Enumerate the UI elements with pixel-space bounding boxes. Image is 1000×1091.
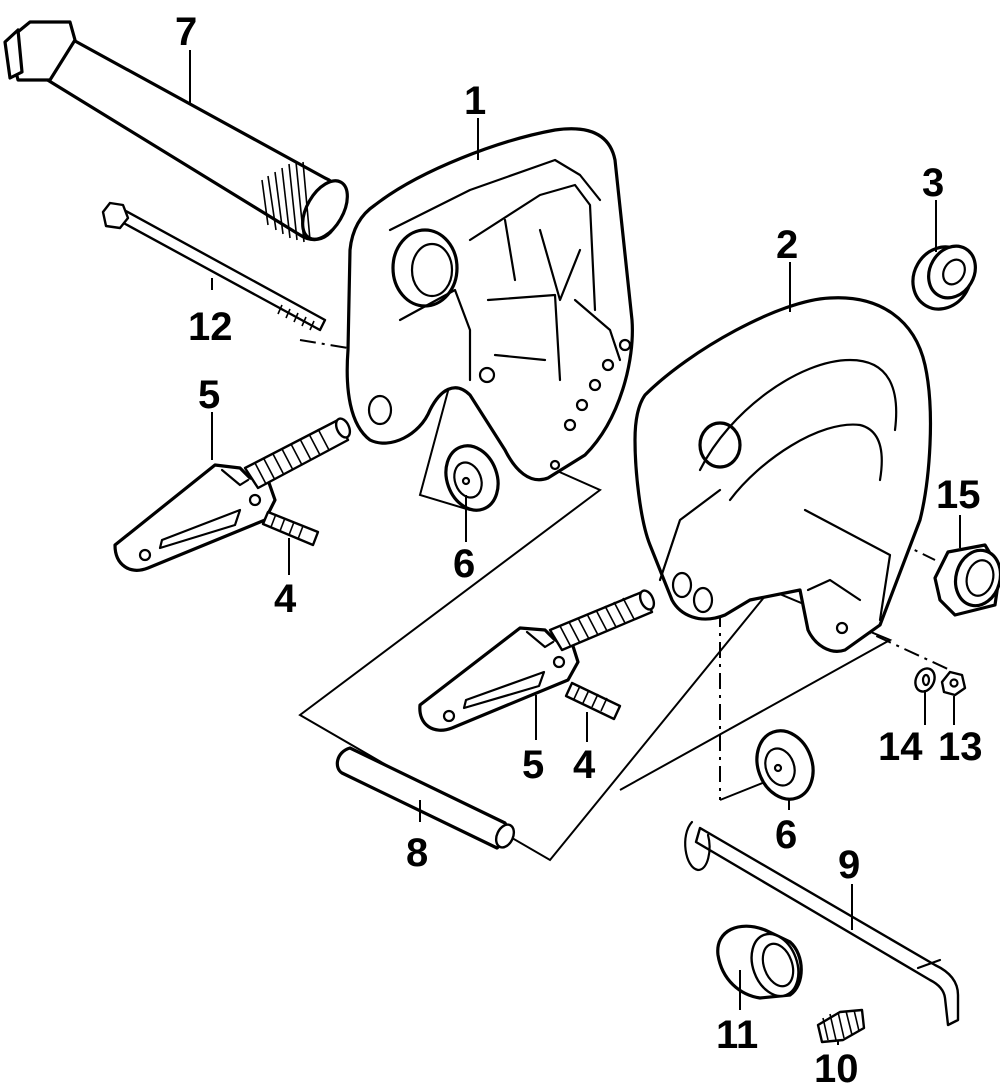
part-9-tilt-rod xyxy=(684,820,960,1027)
part-5-upper-threads xyxy=(254,428,330,485)
part-6-pad-upper xyxy=(444,444,500,512)
part-15-nut xyxy=(933,543,1000,617)
callout-2: 2 xyxy=(776,223,798,267)
part-1-clamp-bracket xyxy=(345,127,634,482)
callout-labels: 7 1 3 2 12 5 4 6 15 5 4 14 13 6 8 9 11 1… xyxy=(175,10,983,1091)
callout-11: 11 xyxy=(716,1013,758,1057)
part-4-lower-threads xyxy=(573,685,608,712)
part-11-sleeve xyxy=(716,924,803,1000)
part-3-bushing xyxy=(911,244,977,311)
guide-6a xyxy=(418,364,471,511)
centerline-12 xyxy=(299,339,361,351)
callout-7: 7 xyxy=(175,10,197,54)
callout-14: 14 xyxy=(878,725,923,769)
part-12-bolt xyxy=(101,201,327,332)
part-7-tube xyxy=(3,20,349,243)
part-5-clamp-screw-lower xyxy=(418,589,656,732)
callout-6-upper: 6 xyxy=(453,542,475,586)
callout-5-upper: 5 xyxy=(198,373,220,417)
callout-3: 3 xyxy=(922,161,944,205)
part-14-washer xyxy=(914,667,936,693)
part-4-upper-threads xyxy=(270,513,304,540)
part-5-clamp-screw-upper xyxy=(113,417,352,572)
guide-6b-washer xyxy=(719,779,771,801)
part-5-lower-threads xyxy=(559,597,635,648)
callout-9: 9 xyxy=(838,843,860,887)
callout-13: 13 xyxy=(938,725,983,769)
part-8-pin xyxy=(335,746,516,850)
part-2-clamp-bracket xyxy=(633,296,933,653)
callout-10: 10 xyxy=(814,1047,859,1091)
callout-4-lower: 4 xyxy=(573,743,596,787)
callout-12: 12 xyxy=(188,305,233,349)
callout-15: 15 xyxy=(936,473,981,517)
callout-1: 1 xyxy=(464,79,486,123)
part-4-set-screw-upper xyxy=(261,510,320,547)
callout-4-upper: 4 xyxy=(274,577,297,621)
part-7-threads xyxy=(261,161,311,243)
guide-8-9 xyxy=(298,469,893,862)
part-4-set-screw-lower xyxy=(564,681,622,721)
part-10-coils xyxy=(822,1009,860,1041)
part-6-pad-lower xyxy=(755,729,815,801)
callout-6-lower: 6 xyxy=(775,813,797,857)
callout-8: 8 xyxy=(406,831,428,875)
part-12-threads xyxy=(277,304,315,331)
part-10-spring xyxy=(816,1008,866,1044)
part-13-nut xyxy=(940,670,967,697)
callout-leaders xyxy=(189,50,961,1045)
callout-5-lower: 5 xyxy=(522,743,544,787)
